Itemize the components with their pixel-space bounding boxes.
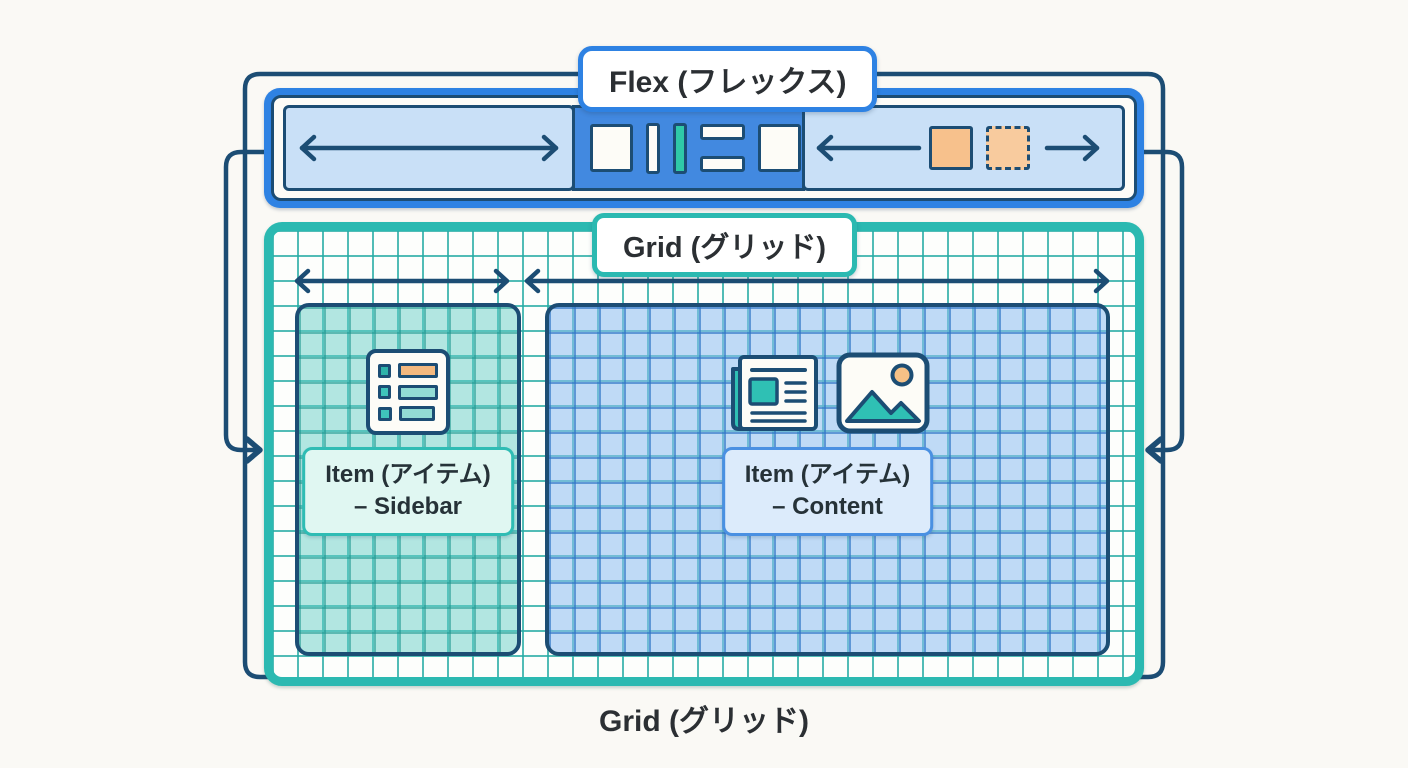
flex-items-panel [572, 105, 805, 191]
outer-wrap-path-left [242, 71, 703, 680]
grid-caption: Grid (グリッド) [599, 705, 809, 738]
content-item-title: Item (アイテム) [744, 461, 911, 488]
orange-item-solid-icon [929, 126, 973, 170]
list-bullet [378, 406, 392, 421]
content-item-label: Item (アイテム) – Content [721, 447, 934, 536]
split-bar-top [700, 124, 745, 140]
free-space-arrow-right-icon [1044, 134, 1100, 162]
list-bullet [378, 363, 391, 378]
free-space-arrow-left-icon [816, 134, 922, 162]
flex-item-square-icon [590, 124, 633, 172]
list-bar-teal-short [399, 406, 435, 421]
flex-to-grid-path-left [223, 149, 269, 453]
flex-to-grid-path-right [1139, 149, 1185, 453]
list-icon-row [378, 363, 438, 378]
grid-section-label: Grid (グリッド) [592, 213, 857, 277]
flex-item-thin-bar-icon [646, 122, 660, 174]
grid-column-arrows [294, 268, 1110, 294]
content-item-subtitle: – Content [772, 493, 883, 521]
arrowhead-left-icon [1145, 436, 1164, 464]
article-icon [730, 355, 818, 431]
list-bar-teal [397, 384, 438, 400]
list-icon-row [378, 384, 438, 400]
split-bar-bottom [700, 156, 745, 172]
grid-item-content: Item (アイテム) – Content [545, 303, 1110, 656]
grid-item-sidebar: Item (アイテム) – Sidebar [295, 303, 521, 656]
sidebar-item-title: Item (アイテム) [325, 461, 491, 488]
flex-row [283, 105, 1125, 191]
list-bar-orange [397, 363, 438, 378]
flex-container-inner [271, 95, 1137, 201]
content-icons [725, 351, 931, 435]
list-bullet [378, 385, 391, 399]
orange-item-dashed-icon [986, 126, 1030, 170]
flex-section-label: Flex (フレックス) [578, 46, 878, 112]
image-icon [836, 352, 929, 434]
content-column-double-arrow-icon [524, 268, 1110, 294]
list-icon-row [378, 406, 438, 421]
main-axis-double-arrow-icon [299, 134, 559, 162]
flex-free-space-panel [802, 105, 1125, 191]
sidebar-item-label: Item (アイテム) – Sidebar [302, 447, 514, 536]
flex-item-accent-bar-icon [673, 122, 687, 174]
flex-item-square-icon [758, 124, 801, 172]
sidebar-item-subtitle: – Sidebar [353, 493, 463, 521]
arrowhead-right-icon [244, 436, 263, 464]
flex-item-split-bars-icon [700, 124, 745, 172]
flex-container [264, 88, 1144, 208]
grid-container-inner: Item (アイテム) – Sidebar [273, 231, 1135, 677]
sidebar-column-double-arrow-icon [294, 268, 510, 294]
grid-container: Item (アイテム) – Sidebar [264, 222, 1144, 686]
outer-wrap-path-right [697, 71, 1166, 680]
list-icon [366, 349, 450, 435]
flex-main-axis-track [283, 105, 575, 191]
